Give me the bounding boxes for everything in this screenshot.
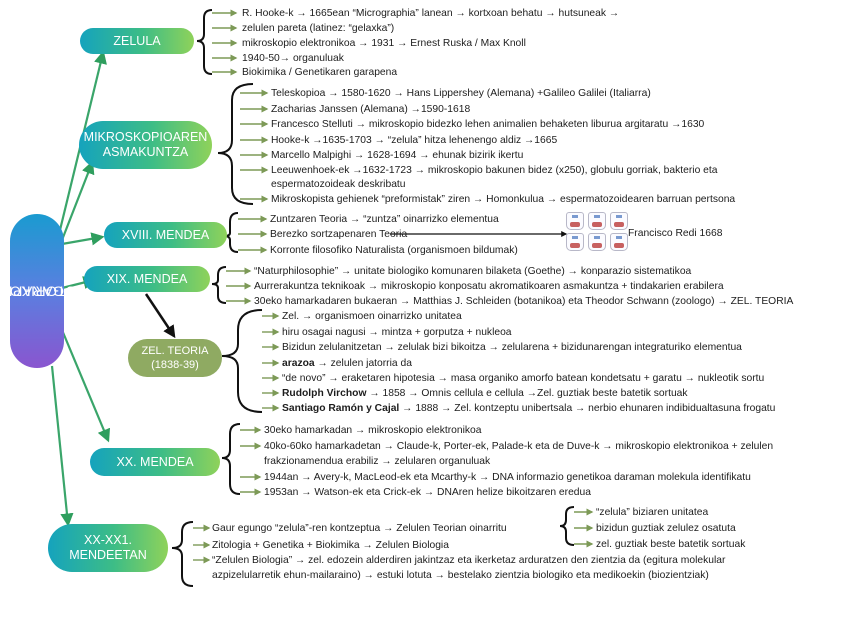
- braces: [171, 9, 575, 587]
- mikroskopio-item: Leeuwenhoek-ek →1632-1723 → mikroskopio …: [271, 165, 718, 176]
- xxxxi-subitem: zel. guztiak beste batetik sortuak: [596, 539, 746, 550]
- redi-caption: Francisco Redi 1668: [628, 228, 723, 239]
- node-mikroskopio-line1: MIKROSKOPIOAREN: [83, 130, 208, 144]
- node-zelteoria-line1: ZEL. TEORIA: [141, 345, 209, 357]
- zelteoria-item: Rudolph Virchow → 1858 → Omnis cellula e…: [282, 387, 688, 400]
- node-xviii-label: XVIII. MENDEA: [121, 227, 210, 242]
- mikroskopio-item: Marcello Malpighi → 1628-1694 → ehunak b…: [271, 150, 524, 161]
- xxxxi-subitem: “zelula” biziaren unitatea: [596, 507, 709, 518]
- zelula-item: mikroskopio elektronikoa → 1931 → Ernest…: [242, 38, 526, 49]
- zelteoria-item-bold: Santiago Ramón y Cajal: [282, 403, 400, 414]
- xxxxi-item: azpizelularretik ehun-mailaraino) → estu…: [212, 570, 709, 581]
- root-node: GARAPENHISTORIKOA: [0, 214, 91, 368]
- mikroskopio-item: Francesco Stelluti → mikroskopio bidezko…: [271, 119, 705, 130]
- bullet-arrows: [193, 9, 594, 564]
- zelula-item: R. Hooke-k → 1665ean “Micrographia” lane…: [242, 8, 620, 19]
- xx-item: 1953an → Watson-ek eta Crick-ek → DNAren…: [264, 487, 591, 498]
- node-mikroskopio-line2: ASMAKUNTZA: [102, 145, 189, 159]
- xix-item: 30eko hamarkadaren bukaeran → Matthias J…: [254, 296, 794, 307]
- zelteoria-item: Bizidun zelulanitzetan → zelulak bizi bi…: [282, 341, 742, 354]
- xxxxi-item: Gaur egungo “zelula”-ren kontzeptua → Ze…: [212, 523, 507, 534]
- xviii-item: Berezko sortzapenaren Teoria: [270, 229, 408, 240]
- zelteoria-item-text: → 1858 → Omnis cellula e cellula →Zel. g…: [366, 388, 688, 399]
- xx-item: 40ko-60ko hamarkadetan → Claude-k, Porte…: [264, 441, 774, 452]
- zelteoria-item-bold: arazoa: [282, 358, 315, 369]
- zelteoria-item-text: Bizidun zelulanitzetan → zelulak bizi bi…: [282, 342, 742, 353]
- zelula-item: 1940-50→ organuluak: [242, 53, 344, 64]
- zelteoria-item-text: “de novo” → eraketaren hipotesia → masa …: [282, 373, 765, 384]
- node-xix: XIX. MENDEA: [84, 266, 210, 292]
- node-xxxxi-line1: XX-XX1.: [84, 533, 132, 547]
- zelteoria-item-bold: Rudolph Virchow: [282, 388, 367, 399]
- mikroskopio-item: Teleskopioa → 1580-1620 → Hans Lippershe…: [271, 88, 651, 99]
- xxxxi-subitem: bizidun guztiak zelulez osatuta: [596, 523, 736, 534]
- xx-item: 1944an → Avery-k, MacLeod-ek eta Mcarthy…: [264, 472, 751, 483]
- xix-to-zelteoria-arrow: [144, 293, 176, 339]
- zelteoria-item: “de novo” → eraketaren hipotesia → masa …: [282, 372, 764, 385]
- node-xix-label: XIX. MENDEA: [106, 271, 188, 286]
- xxxxi-item: “Zelulen Biologia” → zel. edozein alderd…: [212, 555, 726, 566]
- node-xx-label: XX. MENDEA: [116, 454, 194, 469]
- zelteoria-item-text: → 1888 → Zel. kontzeptu unibertsala → ne…: [399, 403, 776, 414]
- root-label-line2: HISTORIKOA: [0, 283, 92, 300]
- node-xx: XX. MENDEA: [90, 448, 220, 476]
- zelteoria-item-text: Zel. → organismoen oinarrizko unitatea: [282, 311, 462, 322]
- zelteoria-item: arazoa → zelulen jatorria da: [282, 357, 412, 370]
- node-zelula: ZELULA: [80, 28, 194, 54]
- zelteoria-item: Zel. → organismoen oinarrizko unitatea: [282, 310, 462, 323]
- xx-item: 30eko hamarkadan → mikroskopio elektroni…: [264, 425, 482, 436]
- zelula-item: Biokimika / Genetikaren garapena: [242, 67, 398, 78]
- node-zelula-label: ZELULA: [113, 33, 161, 48]
- mikroskopio-item: Zacharias Janssen (Alemana) →1590-1618: [271, 104, 471, 115]
- zelula-item: zelulen pareta (latinez: “gelaxka”): [242, 23, 395, 34]
- zelteoria-item-text: → zelulen jatorria da: [314, 358, 412, 369]
- node-zelteoria-line2: (1838-39): [151, 359, 199, 371]
- mikroskopio-item: Mikroskopista gehienek “preformistak” zi…: [271, 194, 736, 205]
- xx-item: frakzionamendua erabiliz → zelularen org…: [264, 456, 491, 467]
- zelteoria-item: Santiago Ramón y Cajal → 1888 → Zel. kon…: [282, 402, 775, 415]
- node-xxxxi: XX-XX1.MENDEETAN: [48, 524, 168, 572]
- xix-item: “Naturphilosophie” → unitate biologiko k…: [254, 266, 692, 277]
- xviii-item: Zuntzaren Teoria → “zuntza” oinarrizko e…: [270, 214, 499, 225]
- node-xviii: XVIII. MENDEA: [104, 222, 227, 248]
- xix-item: Aurrerakuntza teknikoak → mikroskopio ko…: [254, 281, 724, 292]
- mikroskopio-item: espermatozoideak deskribatu: [271, 179, 406, 190]
- mikroskopio-item: Hooke-k →1635-1703 → “zelula” hitza lehe…: [271, 135, 558, 146]
- zelteoria-item-text: hiru osagai nagusi → mintza + gorputza +…: [282, 327, 512, 338]
- node-xxxxi-line2: MENDEETAN: [69, 548, 147, 562]
- zelteoria-item: hiru osagai nagusi → mintza + gorputza +…: [282, 326, 512, 339]
- xxxxi-item: Zitologia + Genetika + Biokimika → Zelul…: [212, 540, 449, 551]
- xviii-item: Korronte filosofiko Naturalista (organis…: [270, 245, 518, 256]
- node-zelteoria: ZEL. TEORIA (1838-39): [128, 339, 222, 377]
- redi-experiment-illustration: [566, 212, 628, 251]
